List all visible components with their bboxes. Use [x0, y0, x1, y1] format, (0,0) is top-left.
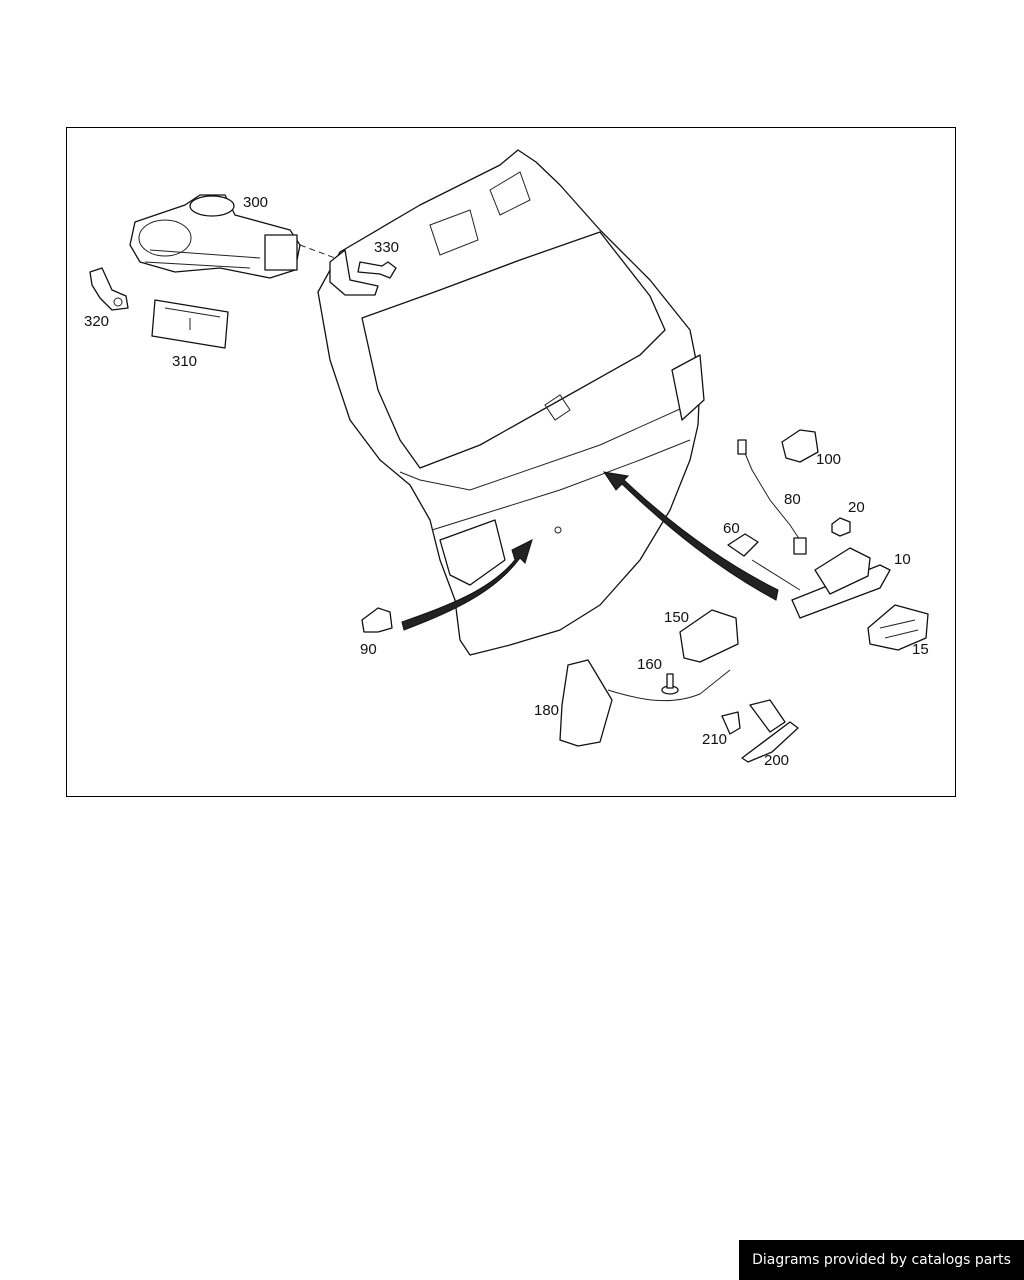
callout-210: 210 — [702, 731, 728, 748]
part-100-drawing — [781, 429, 819, 463]
part-90-drawing — [361, 607, 393, 633]
callout-15: 15 — [912, 641, 929, 658]
callout-200: 200 — [764, 752, 790, 769]
part-210-drawing — [721, 711, 741, 735]
callout-150: 150 — [664, 609, 690, 626]
part-80-drawing — [737, 439, 807, 555]
part-150-drawing — [679, 609, 739, 663]
callout-300: 300 — [243, 194, 269, 211]
part-15-drawing — [867, 604, 929, 651]
callout-90: 90 — [360, 641, 377, 658]
part-200-drawing — [741, 699, 799, 763]
callout-80: 80 — [784, 491, 801, 508]
callout-20: 20 — [848, 499, 865, 516]
callout-100: 100 — [816, 451, 842, 468]
part-10-drawing — [791, 547, 891, 619]
direction-arrows — [401, 471, 779, 631]
credit-banner: Diagrams provided by catalogs parts — [739, 1240, 1024, 1280]
tailgate-panel — [317, 149, 705, 656]
callout-320: 320 — [84, 313, 110, 330]
part-160-drawing — [661, 673, 679, 695]
callout-10: 10 — [894, 551, 911, 568]
part-310-drawing — [151, 299, 229, 349]
callout-310: 310 — [172, 353, 198, 370]
part-320-drawing — [89, 267, 129, 311]
part-180-drawing — [559, 659, 731, 747]
callout-160: 160 — [637, 656, 663, 673]
part-300-drawing — [129, 194, 301, 279]
part-330-drawing — [299, 244, 397, 296]
callout-330: 330 — [374, 239, 400, 256]
diagram-frame — [66, 127, 956, 797]
part-20-drawing — [831, 517, 851, 537]
callout-180: 180 — [534, 702, 560, 719]
part-60-drawing — [727, 533, 801, 591]
callout-60: 60 — [723, 520, 740, 537]
